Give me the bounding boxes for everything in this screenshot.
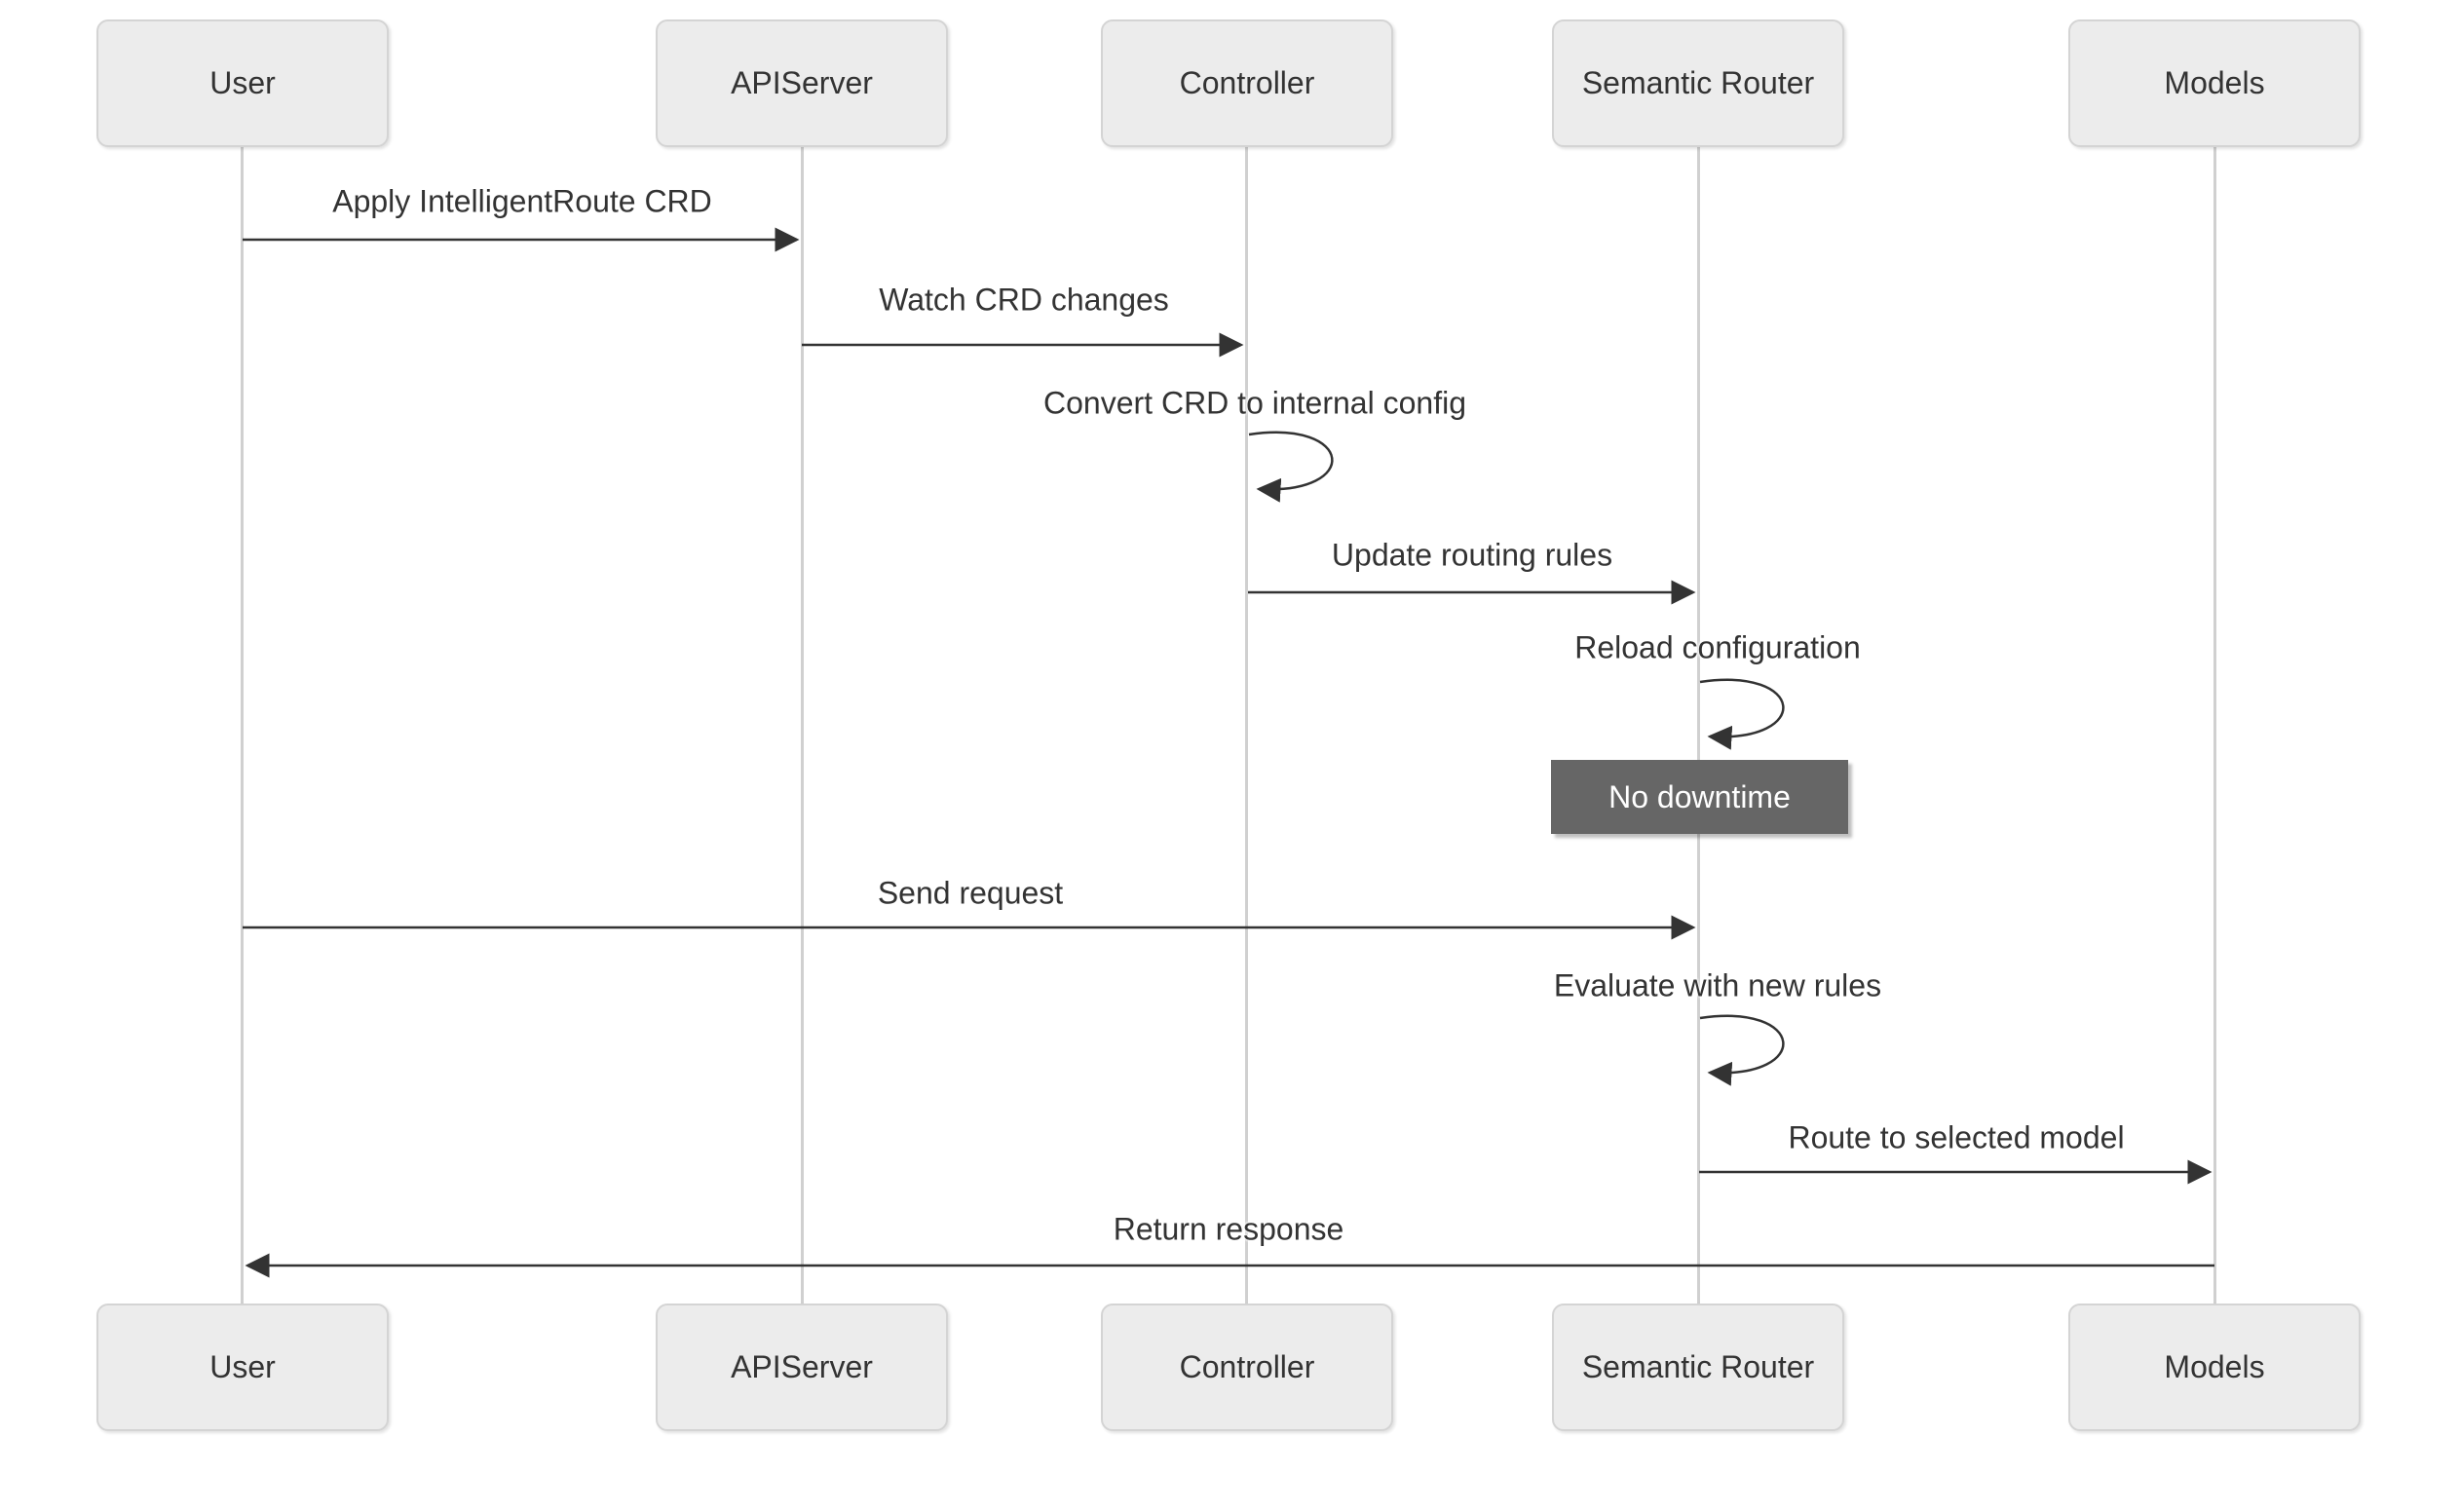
actor-box-controller-top: Controller xyxy=(1101,19,1393,147)
message-label-reload-configuration: Reload configuration xyxy=(1574,629,1861,665)
message-label-route-to-selected-model: Route to selected model xyxy=(1788,1119,2125,1155)
lifeline-models xyxy=(2213,147,2216,1304)
lifeline-semantic-router xyxy=(1697,147,1700,1304)
actor-box-apiserver-top: APIServer xyxy=(656,19,948,147)
actor-box-models-bottom: Models xyxy=(2068,1304,2361,1431)
actor-box-controller-bottom: Controller xyxy=(1101,1304,1393,1431)
actor-label: APIServer xyxy=(731,65,873,100)
actor-box-models-top: Models xyxy=(2068,19,2361,147)
actor-box-semantic-router-top: Semantic Router xyxy=(1552,19,1844,147)
actor-label: Semantic Router xyxy=(1581,1349,1815,1384)
actor-label: Models xyxy=(2164,65,2265,100)
message-label-apply-intelligentroute-crd: Apply IntelligentRoute CRD xyxy=(332,183,712,219)
self-loop-reload-configuration xyxy=(1699,678,1785,750)
actor-label: APIServer xyxy=(731,1349,873,1384)
actor-box-user-bottom: User xyxy=(96,1304,389,1431)
self-loop-convert-crd xyxy=(1248,431,1334,503)
actor-label: Controller xyxy=(1179,65,1315,100)
self-loop-evaluate-with-new-rules xyxy=(1699,1014,1785,1086)
actor-label: User xyxy=(209,65,276,100)
message-label-send-request: Send request xyxy=(877,875,1064,911)
actor-box-semantic-router-bottom: Semantic Router xyxy=(1552,1304,1844,1431)
actor-label: Models xyxy=(2164,1349,2265,1384)
actor-label: Controller xyxy=(1179,1349,1315,1384)
note-label: No downtime xyxy=(1608,778,1791,814)
message-label-convert-crd: Convert CRD to internal config xyxy=(1043,385,1466,421)
note-no-downtime: No downtime xyxy=(1551,760,1848,834)
lifeline-controller xyxy=(1245,147,1248,1304)
message-label-watch-crd-changes: Watch CRD changes xyxy=(879,282,1169,318)
message-label-update-routing-rules: Update routing rules xyxy=(1331,537,1613,573)
actor-box-user-top: User xyxy=(96,19,389,147)
actor-box-apiserver-bottom: APIServer xyxy=(656,1304,948,1431)
message-label-return-response: Return response xyxy=(1113,1211,1344,1247)
actor-label: Semantic Router xyxy=(1581,65,1815,100)
message-label-evaluate-with-new-rules: Evaluate with new rules xyxy=(1553,967,1882,1003)
lifeline-apiserver xyxy=(801,147,804,1304)
actor-label: User xyxy=(209,1349,276,1384)
lifeline-user xyxy=(241,147,244,1304)
